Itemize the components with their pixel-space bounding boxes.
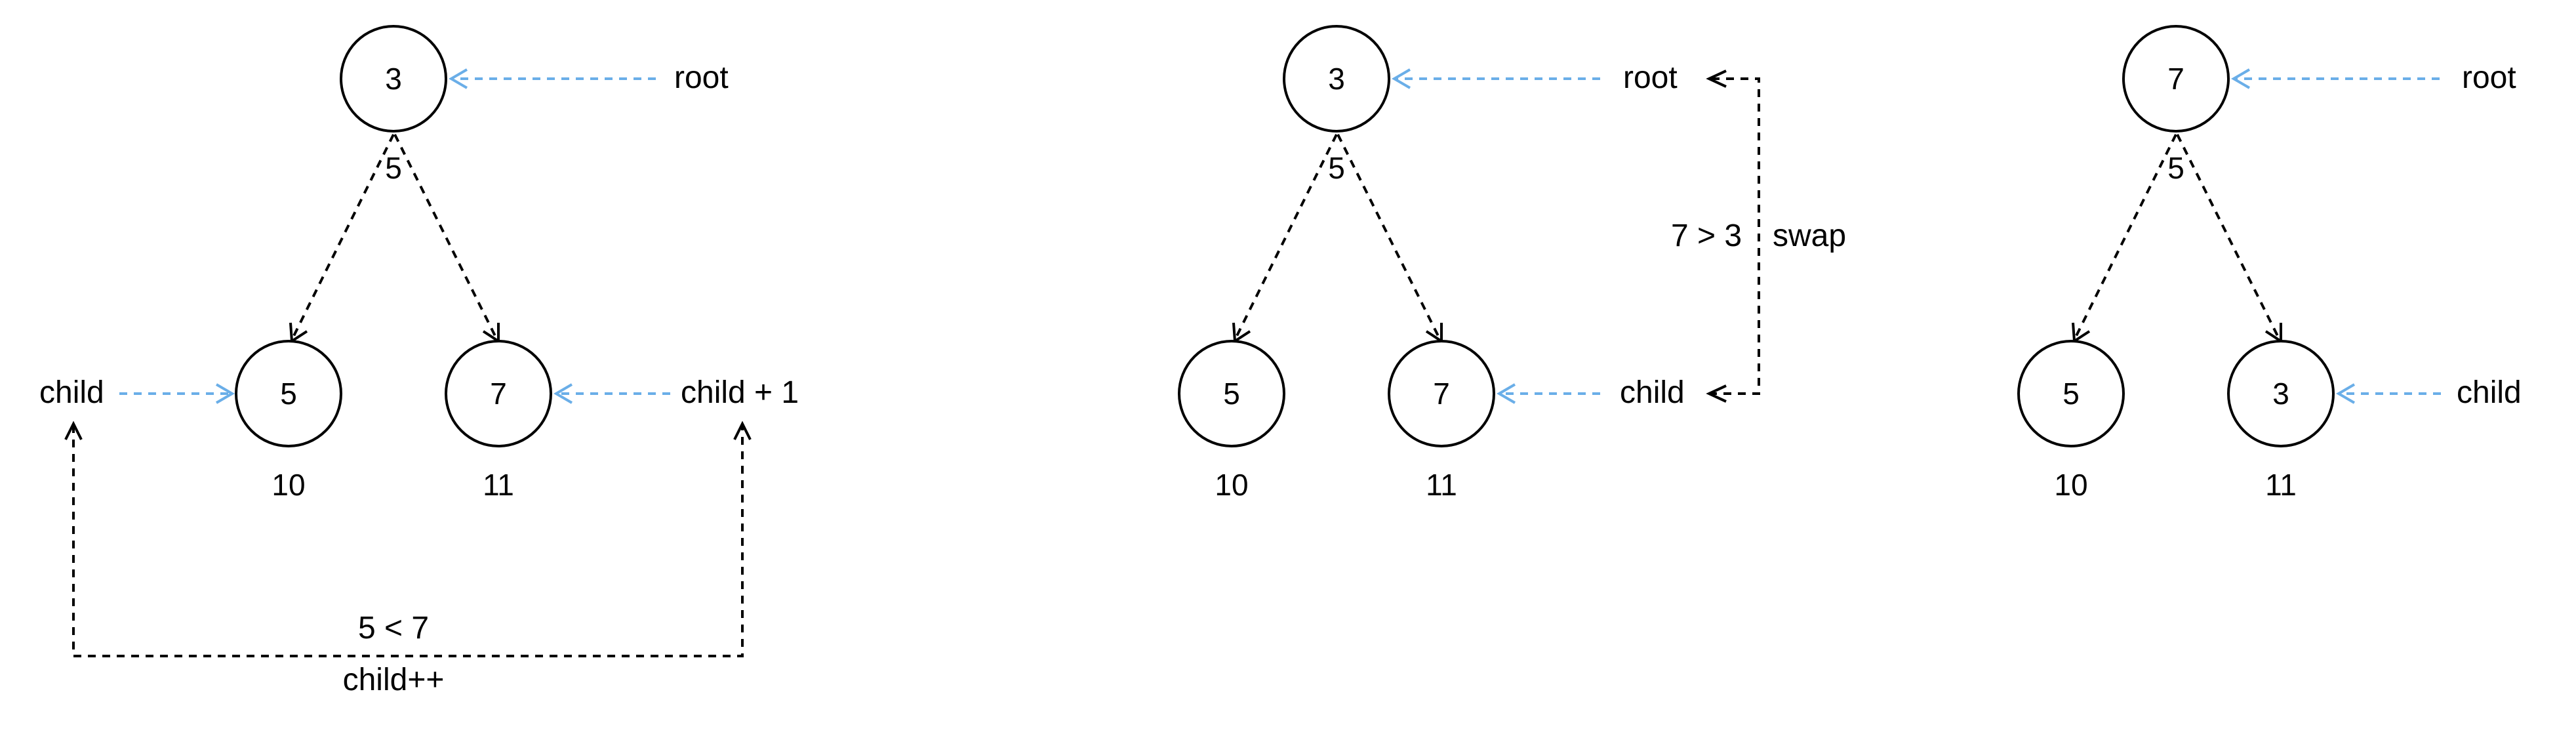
edge-root-right — [393, 134, 498, 340]
right-child-node-value: 3 — [2272, 377, 2289, 411]
right-child-node: 7 — [445, 340, 552, 447]
right-child-node-value: 7 — [1433, 377, 1450, 411]
left-child-node-value: 5 — [2063, 377, 2080, 411]
left-child-node: 5 — [2017, 340, 2125, 447]
right-child-node-index: 11 — [483, 468, 514, 502]
edge-root-left-arrowhead — [1232, 322, 1251, 344]
root-node-value: 3 — [385, 62, 402, 96]
child-pointer-arrow — [1497, 383, 1600, 404]
root-node-index: 5 — [1328, 151, 1345, 185]
root-node-value: 3 — [1328, 62, 1345, 96]
edge-root-left-arrowhead — [2072, 322, 2091, 344]
root-pointer-arrow — [1392, 68, 1600, 89]
root-pointer-arrow — [2231, 68, 2440, 89]
child-pointer-label: child — [2457, 375, 2522, 410]
action-label: child++ — [343, 663, 445, 697]
panel-step-2: 3 5 5 10 7 11 root child 7 > 3 s — [1178, 25, 1846, 502]
left-child-node: 5 — [235, 340, 342, 447]
right-child-node-index: 11 — [2265, 468, 2297, 502]
root-node: 3 — [1283, 25, 1390, 133]
left-child-node-index: 10 — [2054, 468, 2087, 502]
right-child-node-index: 11 — [1426, 468, 1457, 502]
swap-label: swap — [1773, 218, 1846, 253]
edge-root-right-arrowhead — [1425, 323, 1443, 344]
comparison-connector — [64, 421, 752, 657]
root-pointer-arrow — [449, 68, 656, 89]
swap-connector — [1706, 70, 1760, 403]
root-node: 7 — [2122, 25, 2230, 133]
right-child-node: 3 — [2227, 340, 2335, 447]
child-pointer-label: child — [39, 375, 104, 410]
root-pointer-label: root — [1623, 60, 1678, 95]
root-pointer-label: root — [674, 60, 729, 95]
left-child-node-index: 10 — [272, 468, 305, 502]
root-node-index: 5 — [385, 151, 402, 185]
panel-step-3: 7 5 5 10 3 11 root child — [2017, 25, 2522, 502]
root-node-value: 7 — [2167, 62, 2184, 96]
left-child-node-value: 5 — [1223, 377, 1240, 411]
comparison-label: 7 > 3 — [1671, 218, 1742, 253]
left-child-node-value: 5 — [280, 377, 297, 411]
edge-root-right — [2176, 134, 2281, 340]
edge-root-left — [2073, 134, 2177, 340]
right-child-node-value: 7 — [490, 377, 507, 411]
panel-step-1: 3 5 5 10 7 11 root child child + 1 — [39, 25, 799, 697]
edge-root-right-arrowhead — [482, 323, 500, 344]
child-pointer-arrow — [2336, 383, 2441, 404]
root-pointer-label: root — [2462, 60, 2516, 95]
edge-root-left-arrowhead — [289, 322, 308, 344]
child-plus-one-pointer-arrow — [553, 383, 670, 404]
child-pointer-label: child — [1620, 375, 1685, 410]
child-pointer-arrow — [119, 383, 235, 404]
edge-root-left — [1234, 134, 1338, 340]
child-plus-one-pointer-label: child + 1 — [681, 375, 799, 410]
edge-root-right — [1337, 134, 1441, 340]
right-child-node: 7 — [1388, 340, 1495, 447]
edge-root-right-arrowhead — [2264, 323, 2282, 344]
left-child-node-index: 10 — [1215, 468, 1248, 502]
left-child-node: 5 — [1178, 340, 1285, 447]
comparison-label: 5 < 7 — [358, 611, 429, 646]
root-node: 3 — [340, 25, 447, 133]
edge-root-left — [291, 134, 395, 340]
root-node-index: 5 — [2167, 151, 2184, 185]
